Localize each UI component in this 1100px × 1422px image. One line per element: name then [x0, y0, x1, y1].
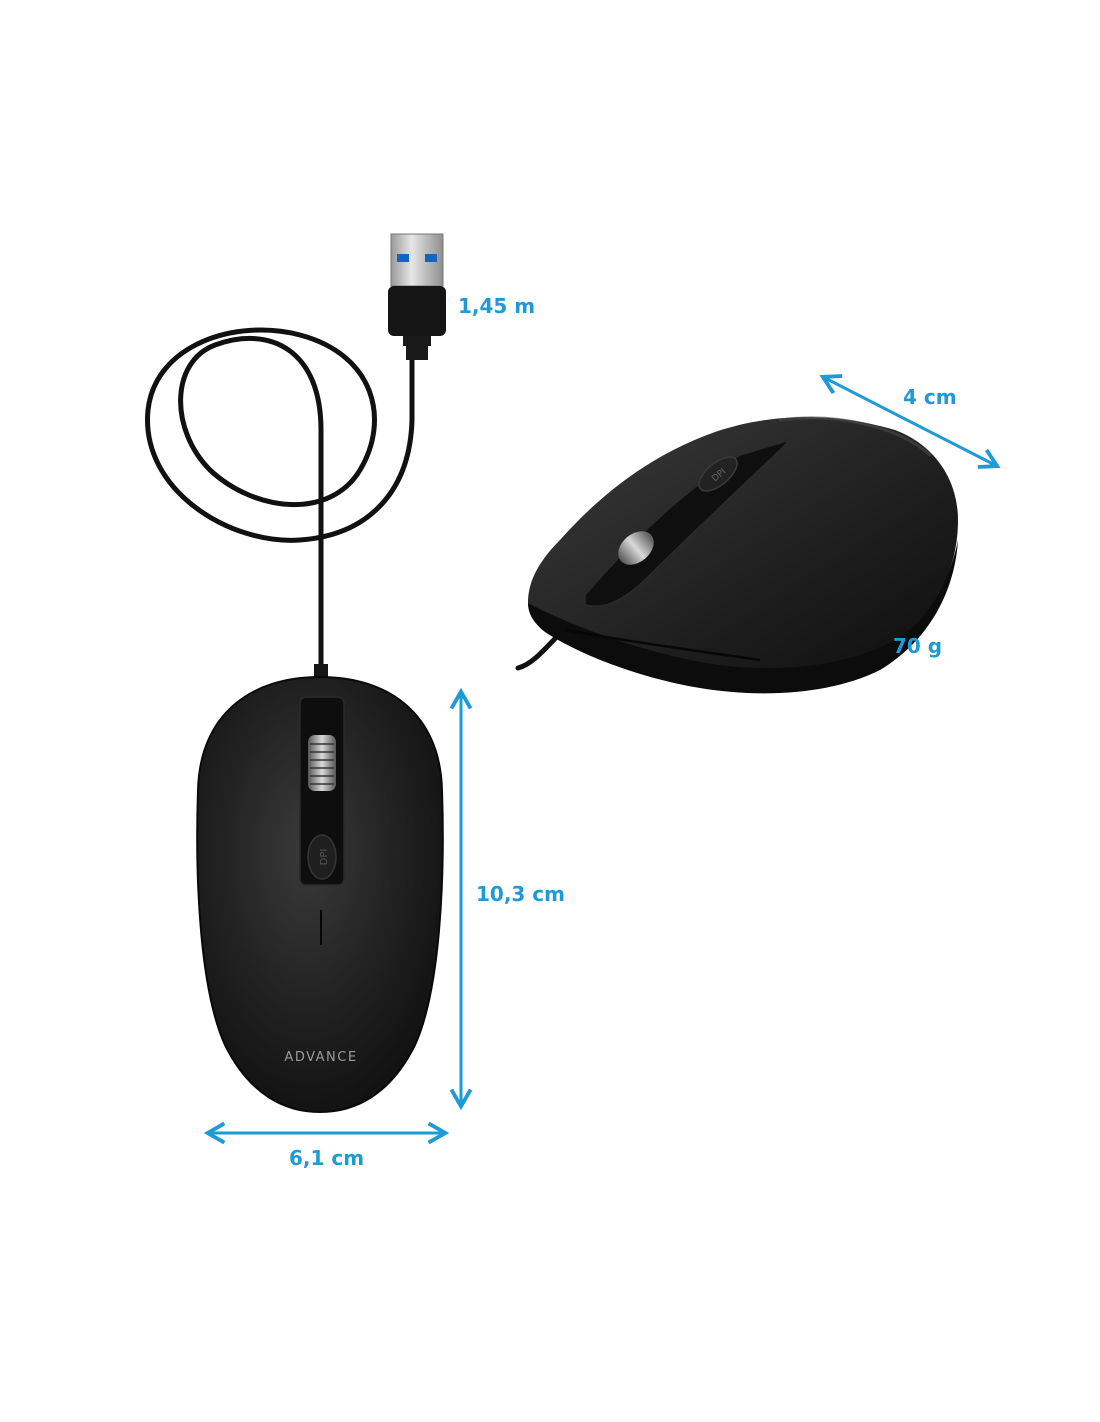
brand-logo: ADVANCE: [284, 1050, 357, 1065]
usb-plug: [388, 233, 446, 360]
dpi-button-label: DPI: [319, 849, 330, 866]
mouse-cable: [145, 327, 415, 675]
side-scroll-wheel: [618, 531, 654, 565]
scroll-wheel: [308, 735, 336, 791]
depth-label: 4 cm: [903, 385, 957, 409]
depth-arrow: [819, 374, 1001, 469]
side-dpi-button: [698, 456, 738, 492]
cable-length-label: 1,45 m: [458, 294, 536, 318]
weight-label: 70 g: [893, 634, 943, 658]
mouse-side-view: DPI: [515, 416, 958, 694]
mouse-top-view: DPI ADVANCE: [196, 664, 444, 1114]
width-label: 6,1 cm: [289, 1146, 365, 1170]
dpi-button: [307, 834, 337, 880]
length-label: 10,3 cm: [476, 882, 566, 906]
